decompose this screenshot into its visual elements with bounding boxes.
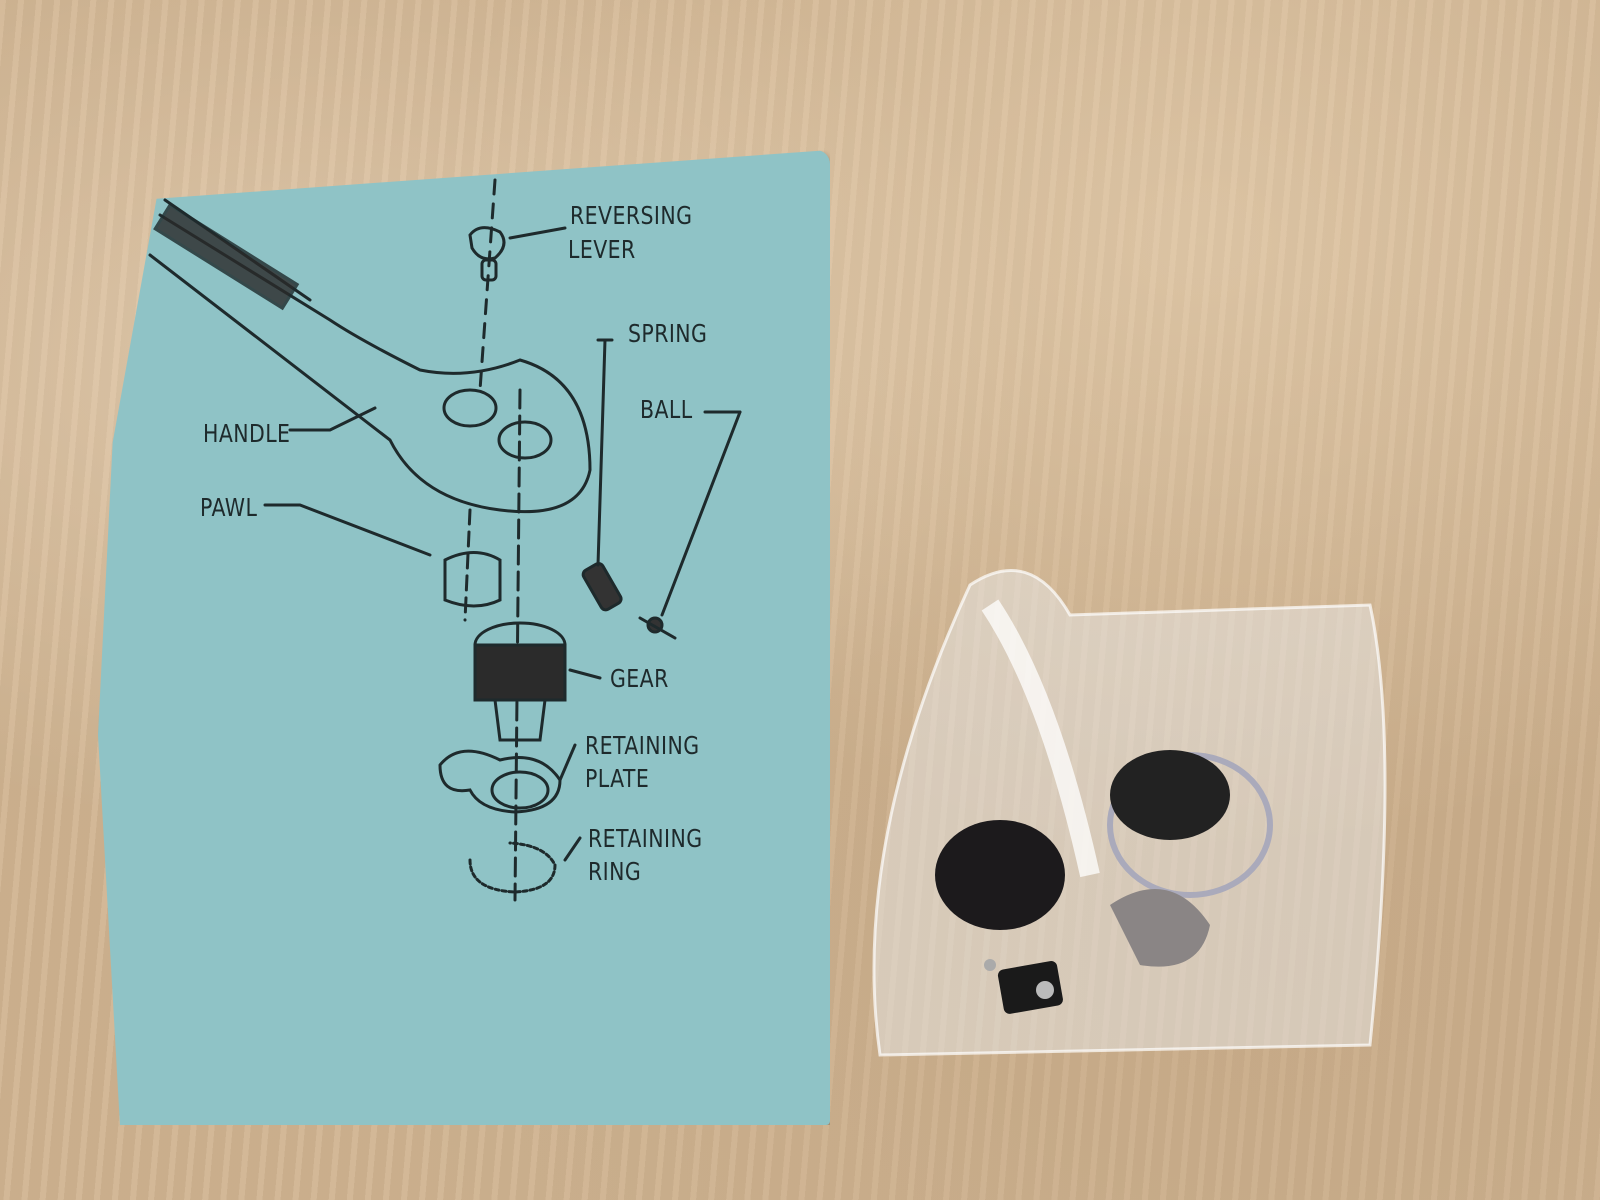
label-reversing-lever-line2: LEVER [568, 235, 636, 264]
label-retaining-ring-line1: RETAINING [588, 824, 703, 853]
label-retaining-ring-line2: RING [588, 857, 642, 886]
label-pawl: PAWL [200, 493, 258, 522]
label-retaining-plate-line1: RETAINING [585, 731, 700, 760]
label-reversing-lever-line1: REVERSING [570, 201, 693, 230]
label-handle: HANDLE [203, 419, 291, 448]
label-retaining-plate-line2: PLATE [585, 764, 650, 793]
label-spring: SPRING [628, 319, 708, 348]
instruction-card [98, 150, 830, 1125]
label-gear: GEAR [610, 664, 669, 693]
parts-bag [872, 569, 1387, 1057]
label-ball: BALL [640, 395, 693, 424]
